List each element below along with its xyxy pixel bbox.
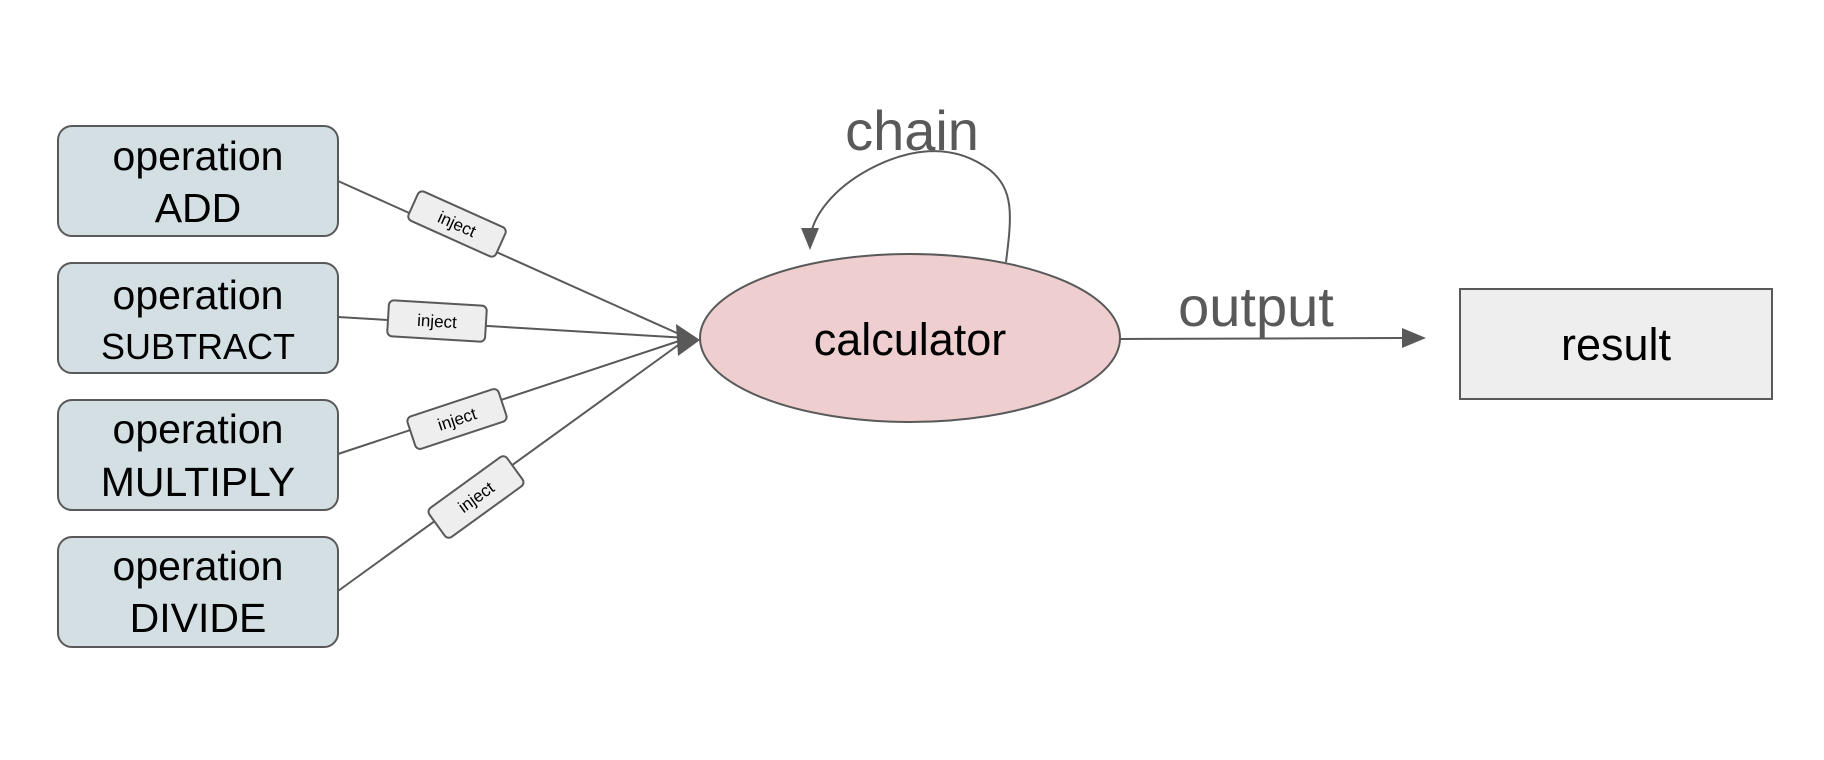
chain-loop-edge: [809, 150, 1011, 263]
operation-node-divide-line2: DIVIDE: [130, 595, 267, 641]
inject-tag-add: inject: [407, 190, 507, 258]
operation-node-add-line2: ADD: [155, 185, 242, 231]
inject-tag-multiply: inject: [406, 388, 508, 450]
edge-add-to-calculator: [337, 180, 689, 339]
chain-loop-arrowhead: [801, 228, 819, 250]
result-label: result: [1561, 319, 1672, 370]
operation-node-subtract[interactable]: operation SUBTRACT: [57, 262, 339, 374]
operation-node-add-line1: operation: [113, 133, 284, 179]
inject-tag-divide: inject: [427, 455, 525, 539]
operation-node-divide[interactable]: operation DIVIDE: [57, 536, 339, 648]
result-node[interactable]: result: [1459, 288, 1773, 400]
operation-node-subtract-line1: operation: [113, 272, 284, 318]
inject-tag-subtract-label: inject: [417, 311, 458, 332]
operation-node-divide-line1: operation: [113, 543, 284, 589]
edge-multiply-to-calculator: [337, 337, 689, 455]
calculator-node[interactable]: calculator: [699, 253, 1121, 423]
operation-node-multiply-line1: operation: [113, 406, 284, 452]
output-label: output: [1178, 275, 1334, 338]
output-arrowhead: [1402, 328, 1426, 348]
inject-tag-subtract: inject: [386, 299, 488, 343]
operation-node-subtract-line2: SUBTRACT: [101, 326, 295, 367]
edge-divide-to-calculator: [337, 337, 689, 592]
arrowhead-into-calculator: [676, 324, 700, 356]
chain-label: chain: [845, 99, 979, 162]
operation-node-multiply-line2: MULTIPLY: [101, 459, 295, 505]
calculator-label: calculator: [814, 314, 1007, 365]
operation-node-multiply[interactable]: operation MULTIPLY: [57, 399, 339, 511]
operation-node-add[interactable]: operation ADD: [57, 125, 339, 237]
output-edge: [1119, 337, 1409, 340]
